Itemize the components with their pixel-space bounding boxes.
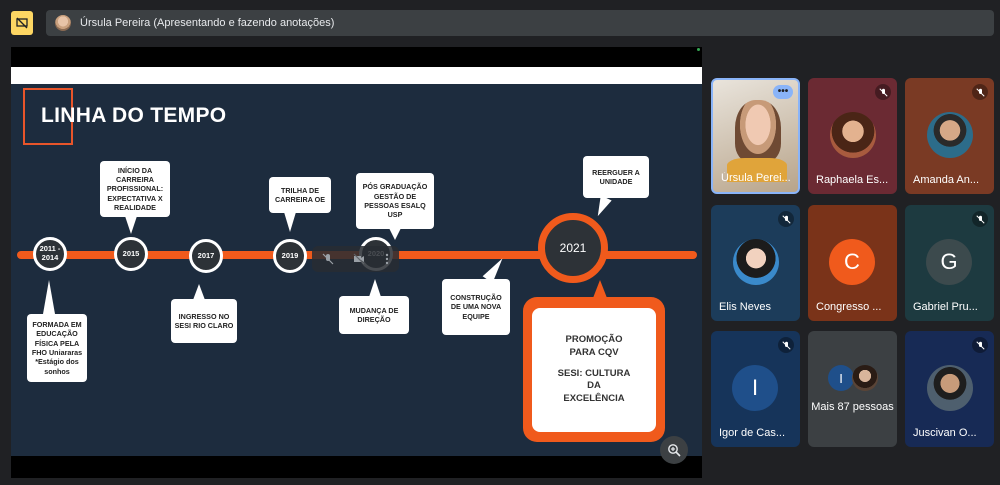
participant-name: Congresso ... bbox=[816, 301, 882, 313]
promo-line: DA bbox=[587, 380, 601, 392]
more-options-icon[interactable]: ••• bbox=[773, 85, 793, 99]
callout-construcao: CONSTRUÇÃO DE UMA NOVA EQUIPE bbox=[442, 279, 510, 335]
zoom-button[interactable] bbox=[660, 436, 688, 464]
more-icon bbox=[385, 253, 389, 265]
callout-formada: FORMADA EM EDUCAÇÃO FÍSICA PELA FHO Unia… bbox=[27, 314, 87, 382]
promo-line: SESI: CULTURA bbox=[557, 367, 631, 379]
presenter-banner: Úrsula Pereira (Apresentando e fazendo a… bbox=[46, 10, 994, 36]
callout-pointer bbox=[125, 216, 137, 234]
slide-title: LINHA DO TEMPO bbox=[41, 104, 227, 127]
title-frame bbox=[23, 88, 73, 145]
presenter-label: Úrsula Pereira (Apresentando e fazendo a… bbox=[80, 17, 335, 29]
participant-tile-ursula[interactable]: ••• Úrsula Perei... bbox=[711, 78, 800, 194]
timeline-node-2017: 2017 bbox=[189, 239, 223, 273]
presentation-stage: LINHA DO TEMPO 2011 - 2014 2015 2017 201… bbox=[11, 47, 702, 478]
mic-off-icon bbox=[778, 337, 794, 353]
presenter-avatar bbox=[55, 15, 71, 31]
participant-tile-amanda[interactable]: Amanda An... bbox=[905, 78, 994, 194]
zoom-in-icon bbox=[668, 444, 681, 457]
participant-name: Igor de Cas... bbox=[719, 427, 786, 439]
timeline-node-2021: 2021 bbox=[538, 213, 608, 283]
callout-reerguer: REERGUER A UNIDADE bbox=[583, 156, 649, 198]
participant-name: Elis Neves bbox=[719, 301, 771, 313]
callout-pointer bbox=[193, 284, 205, 300]
participant-name: Raphaela Es... bbox=[816, 174, 889, 186]
avatar bbox=[733, 239, 779, 285]
mic-off-icon bbox=[322, 253, 334, 265]
callout-pos: PÓS GRADUAÇÃO GESTÃO DE PESSOAS ESALQ US… bbox=[356, 173, 434, 229]
callout-pointer bbox=[369, 279, 381, 297]
timeline-node-2011: 2011 - 2014 bbox=[33, 237, 67, 271]
camera-off-icon bbox=[354, 253, 365, 265]
avatar bbox=[927, 365, 973, 411]
participant-tile-igor[interactable]: I Igor de Cas... bbox=[711, 331, 800, 447]
status-dot bbox=[697, 48, 700, 51]
participant-tile-more[interactable]: I Mais 87 pessoas bbox=[808, 331, 897, 447]
callout-pointer bbox=[284, 212, 296, 232]
promo-line: EXCELÊNCIA bbox=[563, 393, 625, 405]
participant-tile-congresso[interactable]: C Congresso ... bbox=[808, 205, 897, 321]
avatar: C bbox=[829, 239, 875, 285]
mic-off-icon bbox=[972, 211, 988, 227]
participant-tile-raphaela[interactable]: Raphaela Es... bbox=[808, 78, 897, 194]
avatar: I bbox=[828, 365, 854, 391]
callout-mudanca: MUDANÇA DE DIREÇÃO bbox=[339, 296, 409, 334]
avatar bbox=[927, 112, 973, 158]
avatar bbox=[852, 365, 878, 391]
participant-scarf bbox=[727, 158, 787, 182]
participant-name: Amanda An... bbox=[913, 174, 980, 186]
participant-tile-gabriel[interactable]: G Gabriel Pru... bbox=[905, 205, 994, 321]
mic-off-icon bbox=[778, 211, 794, 227]
participant-video bbox=[735, 100, 781, 162]
avatar: I bbox=[732, 365, 778, 411]
participant-tile-elis[interactable]: Elis Neves bbox=[711, 205, 800, 321]
callout-pointer bbox=[593, 280, 607, 298]
timeline-node-2015: 2015 bbox=[114, 237, 148, 271]
participant-name: Úrsula Perei... bbox=[721, 172, 791, 184]
promo-line: PROMOÇÃO bbox=[565, 333, 623, 345]
participant-tile-juscivan[interactable]: Juscivan O... bbox=[905, 331, 994, 447]
participant-name: Mais 87 pessoas bbox=[811, 401, 894, 413]
mic-off-icon bbox=[972, 84, 988, 100]
avatar: G bbox=[926, 239, 972, 285]
mic-off-icon bbox=[875, 84, 891, 100]
callout-pointer bbox=[389, 228, 401, 240]
avatar bbox=[830, 112, 876, 158]
mic-off-icon bbox=[972, 337, 988, 353]
callout-ingresso: INGRESSO NO SESI RIO CLARO bbox=[171, 299, 237, 343]
participant-name: Juscivan O... bbox=[913, 427, 977, 439]
timeline-node-2019: 2019 bbox=[273, 239, 307, 273]
promo-box: PROMOÇÃO PARA CQV SESI: CULTURA DA EXCEL… bbox=[532, 308, 656, 432]
participant-name: Gabriel Pru... bbox=[913, 301, 978, 313]
slide: LINHA DO TEMPO 2011 - 2014 2015 2017 201… bbox=[11, 84, 702, 456]
promo-line: PARA CQV bbox=[569, 346, 619, 358]
callout-trilha: TRILHA DE CARREIRA OE bbox=[269, 177, 331, 213]
callout-inicio: INÍCIO DA CARREIRA PROFISSIONAL: EXPECTA… bbox=[100, 161, 170, 217]
present-to-everyone-icon[interactable] bbox=[11, 11, 33, 35]
callout-pointer bbox=[592, 195, 612, 219]
slide-top-band bbox=[11, 67, 702, 84]
callout-pointer bbox=[43, 280, 55, 314]
annotation-overlay bbox=[312, 246, 399, 272]
